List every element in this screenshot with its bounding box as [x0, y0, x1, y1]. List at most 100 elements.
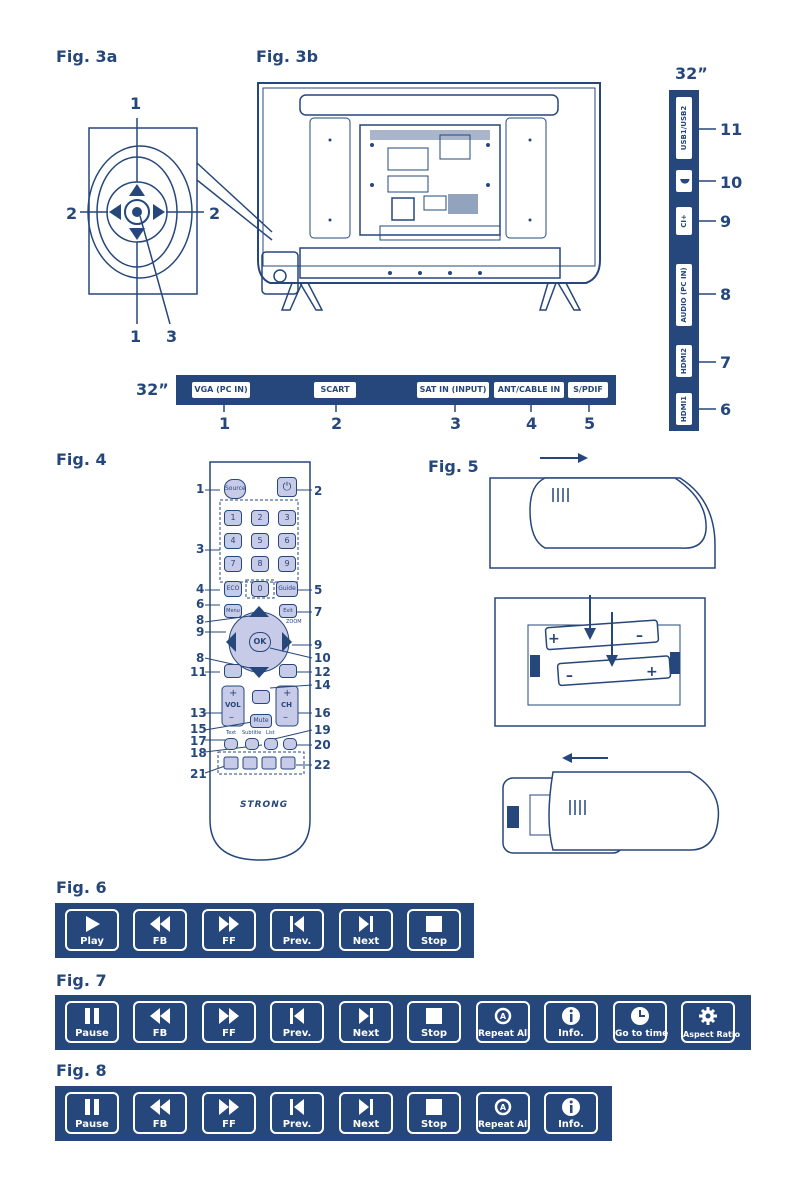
fig8-fb-button[interactable]: FB — [133, 1092, 187, 1134]
side-num-6: 6 — [720, 400, 732, 419]
fast-back-icon — [135, 1006, 185, 1026]
svg-text:A: A — [500, 1103, 507, 1112]
remote-exit-button[interactable]: Exit — [279, 604, 297, 618]
fig7-next-button[interactable]: Next — [339, 1001, 393, 1043]
svg-text:+: + — [646, 664, 658, 680]
fig6-prev-button[interactable]: Prev. — [270, 909, 324, 951]
stop-icon — [409, 914, 459, 934]
remote-digit-4[interactable]: 4 — [224, 533, 242, 549]
fast-forward-icon — [204, 1006, 254, 1026]
fast-forward-icon — [204, 1097, 254, 1117]
remote-num-8b: 8 — [196, 651, 205, 665]
port-usb: USB1/USB2 — [676, 97, 692, 159]
remote-digit-9[interactable]: 9 — [278, 556, 296, 572]
remote-digit-3[interactable]: 3 — [278, 510, 296, 526]
fig7-go-to-time-button[interactable]: Go to time — [613, 1001, 668, 1043]
fig7-fb-button[interactable]: FB — [133, 1001, 187, 1043]
remote-num-12: 12 — [314, 665, 331, 679]
fig6-stop-button[interactable]: Stop — [407, 909, 461, 951]
fig5-title: Fig. 5 — [428, 457, 479, 476]
bottom-num-3: 3 — [450, 414, 462, 433]
fig3a-label-top: 1 — [130, 94, 142, 113]
remote-digit-5[interactable]: 5 — [251, 533, 269, 549]
remote-zoom-label: ZOOM — [286, 619, 302, 625]
fig6-fb-button[interactable]: FB — [133, 909, 187, 951]
remote-exit2-button[interactable] — [279, 664, 297, 678]
remote-ch-label: CH — [281, 701, 292, 709]
port-vga: VGA (PC IN) — [192, 382, 250, 398]
bottom-num-2: 2 — [331, 414, 343, 433]
side-panel-size: 32” — [675, 64, 708, 83]
port-scart: SCART — [314, 382, 356, 398]
fig7-stop-button[interactable]: Stop — [407, 1001, 461, 1043]
bottom-num-1: 1 — [219, 414, 231, 433]
side-num-10: 10 — [720, 173, 743, 192]
info-icon — [546, 1097, 596, 1117]
fig7-title: Fig. 7 — [56, 971, 107, 990]
remote-eco-button[interactable]: ECO — [224, 581, 242, 597]
remote-num-11: 11 — [190, 665, 207, 679]
fig8-info-button[interactable]: Info. — [544, 1092, 598, 1134]
fig8-next-button[interactable]: Next — [339, 1092, 393, 1134]
gear-icon — [683, 1006, 733, 1026]
remote-source-button[interactable]: Source — [224, 479, 246, 499]
port-audio-pc: AUDIO (PC IN) — [676, 264, 692, 326]
remote-video-button[interactable] — [224, 664, 242, 678]
fig7-info-button[interactable]: Info. — [544, 1001, 598, 1043]
fig7-pause-button[interactable]: Pause — [65, 1001, 119, 1043]
remote-digit-7[interactable]: 7 — [224, 556, 242, 572]
remote-menu-button[interactable]: Menu — [224, 604, 242, 618]
fig8-prev-button[interactable]: Prev. — [270, 1092, 324, 1134]
remote-digit-2[interactable]: 2 — [251, 510, 269, 526]
info-icon — [546, 1006, 596, 1026]
fig7-prev-button[interactable]: Prev. — [270, 1001, 324, 1043]
remote-vol-plus[interactable]: + — [229, 688, 238, 699]
remote-num-5: 5 — [314, 583, 323, 597]
remote-num-22: 22 — [314, 758, 331, 772]
port-spdif: S/PDIF — [568, 382, 608, 398]
fig7-ff-button[interactable]: FF — [202, 1001, 256, 1043]
bottom-num-5: 5 — [584, 414, 596, 433]
remote-guide-button[interactable]: Guide — [276, 581, 298, 597]
stop-icon — [409, 1097, 459, 1117]
remote-fav-button[interactable] — [283, 738, 297, 750]
remote-num-21: 21 — [190, 767, 207, 781]
clock-icon — [615, 1006, 665, 1026]
port-hdmi2: HDMI2 — [676, 345, 692, 377]
remote-digit-0[interactable]: 0 — [251, 581, 269, 597]
remote-num-3: 3 — [196, 542, 205, 556]
remote-power-button[interactable]: ⏻ — [277, 477, 297, 497]
fig8-stop-button[interactable]: Stop — [407, 1092, 461, 1134]
remote-ch-minus[interactable]: – — [283, 712, 288, 723]
fig8-pause-button[interactable]: Pause — [65, 1092, 119, 1134]
fig7-aspect-ratio-button[interactable]: Aspect Ratio — [681, 1001, 740, 1043]
remote-subtitle-button[interactable] — [245, 738, 259, 750]
stop-icon — [409, 1006, 459, 1026]
remote-text-button[interactable] — [224, 738, 238, 750]
remote-list-label: List — [266, 730, 275, 736]
remote-info-button[interactable] — [252, 690, 270, 704]
fig8-ff-button[interactable]: FF — [202, 1092, 256, 1134]
fig3b-title: Fig. 3b — [256, 47, 319, 66]
remote-digit-1[interactable]: 1 — [224, 510, 242, 526]
fig6-play-button[interactable]: Play — [65, 909, 119, 951]
side-num-11: 11 — [720, 120, 743, 139]
remote-list-button[interactable] — [264, 738, 278, 750]
remote-mute-button[interactable]: Mute — [250, 714, 272, 728]
fig3a-label-bottom: 1 — [130, 327, 142, 346]
side-num-7: 7 — [720, 353, 732, 372]
remote-num-7: 7 — [314, 605, 323, 619]
fig6-next-button[interactable]: Next — [339, 909, 393, 951]
remote-digit-8[interactable]: 8 — [251, 556, 269, 572]
remote-ch-plus[interactable]: + — [283, 688, 292, 699]
remote-ok-button[interactable]: OK — [249, 632, 271, 652]
remote-digit-6[interactable]: 6 — [278, 533, 296, 549]
side-num-8: 8 — [720, 285, 732, 304]
port-ant: ANT/CABLE IN — [494, 382, 564, 398]
remote-vol-minus[interactable]: – — [229, 712, 234, 723]
fig6-ff-button[interactable]: FF — [202, 909, 256, 951]
remote-num-18: 18 — [190, 746, 207, 760]
